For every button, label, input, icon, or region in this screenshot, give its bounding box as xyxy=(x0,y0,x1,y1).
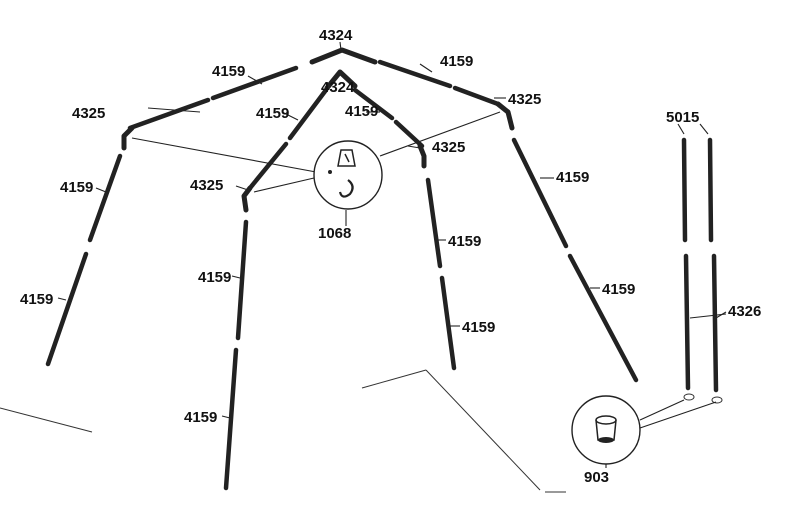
label-4324-top: 4324 xyxy=(319,27,353,44)
label-4159-12: 4159 xyxy=(184,409,217,426)
label-4324-inner: 4324 xyxy=(321,79,355,96)
roof-pole-upper-left-2 xyxy=(127,97,211,131)
label-leaders xyxy=(57,41,727,468)
roof-pole-inner-left-2 xyxy=(247,141,289,191)
leg-front-left-upper xyxy=(235,219,249,341)
foot-cap-a xyxy=(683,393,695,401)
label-4159-3: 4159 xyxy=(256,105,289,122)
leg-front-left-lower xyxy=(223,347,239,491)
leg-pole-5015-a xyxy=(681,137,688,243)
leg-right-lower xyxy=(567,253,639,383)
leg-pole-5015-b xyxy=(707,137,714,243)
label-4159-6: 4159 xyxy=(556,169,589,186)
corner-connectors xyxy=(121,101,515,213)
label-4159-4: 4159 xyxy=(345,103,378,120)
leg-extension-set xyxy=(681,137,723,404)
part-labels: 4324 4324 4159 4159 4159 4159 4159 4159 … xyxy=(20,27,761,486)
corner-connector-right xyxy=(495,101,515,131)
hook-icon xyxy=(338,179,354,198)
corner-connector-left xyxy=(121,125,135,151)
hanger-bracket-icon xyxy=(337,149,356,167)
foot-cap-b xyxy=(711,396,723,404)
hanger-detail-circle xyxy=(313,140,383,210)
label-4159-5: 4159 xyxy=(60,179,93,196)
leg-front-right-upper xyxy=(425,177,443,269)
label-1068: 1068 xyxy=(318,225,351,242)
leg-right-upper xyxy=(511,137,569,249)
foot-detail-circle xyxy=(571,395,641,465)
leg-poles xyxy=(45,137,639,491)
label-4159-11: 4159 xyxy=(462,319,495,336)
label-4159-10: 4159 xyxy=(602,281,635,298)
label-5015: 5015 xyxy=(666,109,699,126)
label-4159-7: 4159 xyxy=(448,233,481,250)
leg-extension-4326-a xyxy=(683,253,691,391)
roof-pole-upper-right-2 xyxy=(452,85,501,107)
label-4325-front-right: 4325 xyxy=(432,139,465,156)
hanger-detail xyxy=(131,111,501,210)
leg-left-lower xyxy=(45,251,89,367)
label-4325-right: 4325 xyxy=(508,91,541,108)
roof-pole-inner-left xyxy=(287,87,329,141)
leg-front-right-lower xyxy=(439,275,457,371)
label-4159-9: 4159 xyxy=(198,269,231,286)
label-4325-left: 4325 xyxy=(72,105,105,122)
leg-extension-4326-b xyxy=(711,253,719,393)
corner-connector-front-left xyxy=(241,185,253,213)
leg-left-upper xyxy=(87,153,123,243)
roof-pole-upper-left xyxy=(210,65,299,101)
foot-detail xyxy=(571,395,717,465)
label-4159-8: 4159 xyxy=(20,291,53,308)
label-4325-front-left: 4325 xyxy=(190,177,223,194)
label-4159-2: 4159 xyxy=(440,53,473,70)
ground-lines xyxy=(0,369,566,493)
corner-connector-front-right xyxy=(417,143,427,169)
roof-pole-upper-right xyxy=(377,59,453,89)
apex-hub-part xyxy=(309,47,378,91)
roof-pole-inner-right xyxy=(352,87,395,121)
label-4159-1: 4159 xyxy=(212,63,245,80)
label-4326: 4326 xyxy=(728,303,761,320)
label-903: 903 xyxy=(584,469,609,486)
